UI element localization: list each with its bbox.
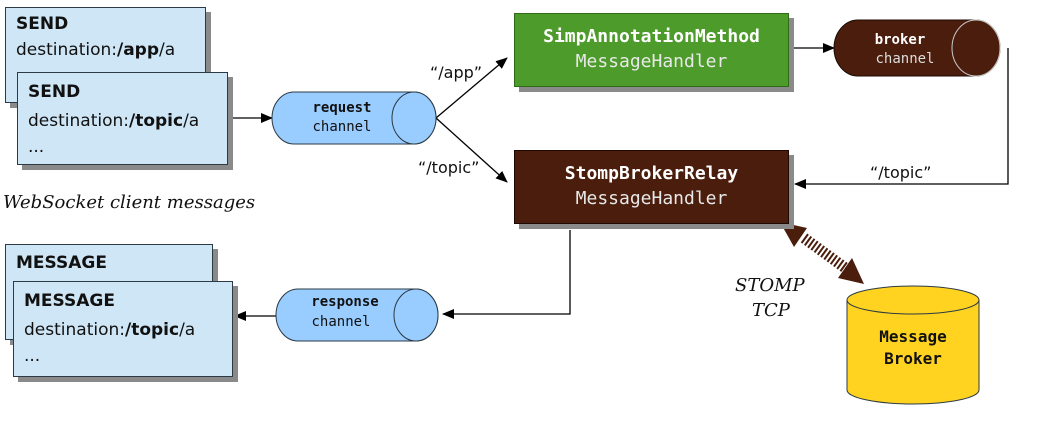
request-channel-label-2: channel [312,119,371,135]
message-broker-label-2: Broker [884,349,942,368]
send-app-dest-path: /app [116,40,160,60]
send-app-destination: destination:/app/a [16,40,175,60]
websocket-caption: WebSocket client messages [3,192,256,213]
response-channel-label-1: response [311,294,378,310]
arrow-request-to-relay [435,117,508,183]
send-app-verb: SEND [16,14,69,34]
message-back-verb: MESSAGE [16,253,107,273]
message-front-destination: destination:/topic/a [24,320,195,340]
relay-handler-subtitle: MessageHandler [575,188,728,209]
send-topic-message: SEND destination:/topic/a ... [17,72,228,165]
simp-handler-subtitle: MessageHandler [575,51,728,72]
simp-handler-title: SimpAnnotationMethod [543,26,760,47]
simp-annotation-handler: SimpAnnotationMethod MessageHandler [514,13,789,87]
route-topic-request-label: “/topic” [418,158,480,177]
broker-channel: broker channel [833,19,1001,77]
message-front-verb: MESSAGE [24,291,115,311]
arrow-request-to-simp [435,57,508,119]
message-broker-cylinder: Message Broker [846,285,980,405]
send-topic-dest-suffix: /a [183,111,200,131]
message-broker-label-1: Message [879,327,946,346]
arrow-broker-channel-to-relay [794,48,1009,189]
stomp-broker-relay-handler: StompBrokerRelay MessageHandler [514,150,789,224]
send-topic-dest-prefix: destination: [28,111,129,131]
response-channel-label-2: channel [311,314,370,330]
route-topic-broker-label: “/topic” [870,163,932,182]
arrow-relay-to-response [442,230,571,319]
send-topic-dest-path: /topic [128,111,184,131]
send-topic-destination: destination:/topic/a [28,111,199,131]
broker-channel-label-1: broker [875,32,926,48]
request-channel: request channel [271,91,437,145]
route-app-label: “/app” [430,63,483,82]
message-front-dest-path: /topic [124,320,180,340]
message-front-dest-suffix: /a [179,320,196,340]
tcp-label: TCP [752,300,790,321]
send-topic-ellipsis: ... [28,137,45,157]
send-app-dest-suffix: /a [159,40,176,60]
message-front: MESSAGE destination:/topic/a ... [13,281,233,377]
send-topic-verb: SEND [28,82,81,102]
relay-handler-title: StompBrokerRelay [564,163,739,184]
send-app-dest-prefix: destination: [16,40,117,60]
stomp-tcp-arrow [780,222,864,284]
response-channel: response channel [275,288,439,342]
stomp-label: STOMP [735,275,805,296]
broker-channel-label-2: channel [875,51,934,67]
message-front-dest-prefix: destination: [24,320,125,340]
request-channel-label-1: request [312,100,371,116]
message-front-ellipsis: ... [24,346,41,366]
